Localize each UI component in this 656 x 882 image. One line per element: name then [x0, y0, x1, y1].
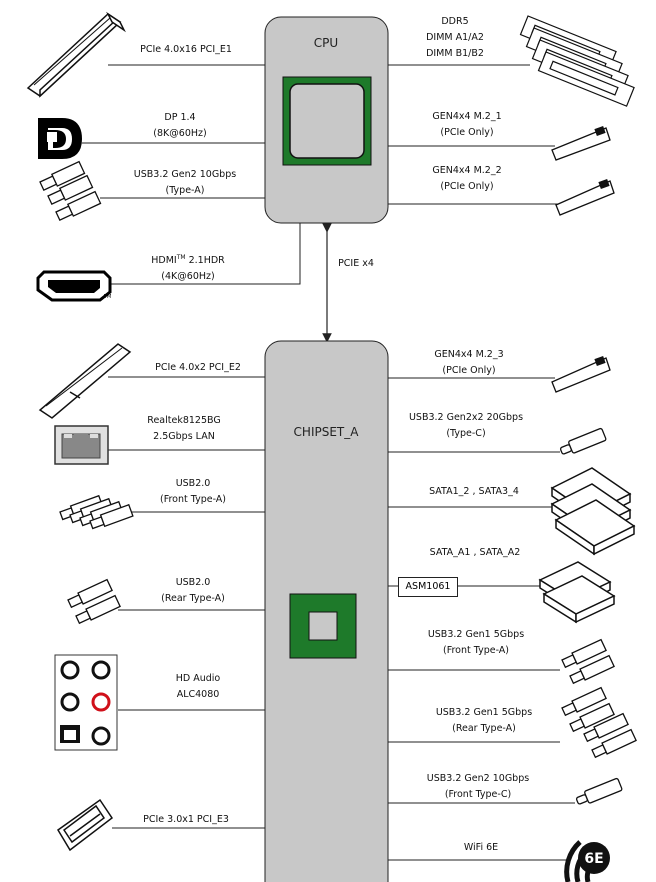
usb-type-a-icon [39, 160, 102, 222]
wifi-6e-icon [564, 840, 610, 882]
hdmi-label: HDMITM 2.1HDR (4K@60Hz) [151, 254, 225, 283]
sata-a-drives-icon [538, 561, 616, 624]
pcie-x1-slot-icon [57, 798, 114, 852]
chipset-title: CHIPSET_A [293, 425, 359, 439]
usb-gen1-front-icon [561, 638, 615, 685]
connection-lines [82, 64, 575, 861]
usb-gen1-rear-icon [561, 686, 637, 759]
usb2-front-label: USB2.0(Front Type-A) [160, 478, 226, 505]
chipset-block [264, 340, 389, 882]
wifi-label: WiFi 6E [463, 842, 499, 853]
dp-label: DP 1.4(8K@60Hz) [153, 112, 207, 139]
cpu-title: CPU [313, 36, 339, 50]
usb-gen2-label: USB3.2 Gen2 10Gbps(Type-A) [133, 169, 237, 196]
pcie-x4-label: PCIE x4 [338, 258, 374, 269]
m2-2-icon [555, 178, 615, 216]
usb2-rear-icon [67, 578, 121, 625]
m2-3-icon [551, 355, 611, 393]
usb-type-c-icon [559, 427, 607, 455]
sata-drives-icon [550, 467, 636, 556]
cpu-block [264, 16, 389, 224]
usb-gen2-front-type-c-icon [575, 777, 623, 805]
wifi-6e-badge: 6E [584, 851, 603, 867]
pcie-x16-slot-icon [26, 11, 126, 98]
m2-2-label: GEN4x4 M.2_2(PCIe Only) [432, 165, 502, 192]
usb2-rear-label: USB2.0(Rear Type-A) [161, 577, 225, 604]
m2-3-label: GEN4x4 M.2_3(PCIe Only) [434, 349, 504, 376]
hdmi-tm-mark: TM [103, 294, 111, 300]
usb-gen2-front-label: USB3.2 Gen2 10Gbps(Front Type-C) [426, 773, 530, 800]
sata-a-label: SATA_A1 , SATA_A2 [429, 547, 521, 558]
audio-jacks-icon [54, 654, 118, 751]
hdmi-icon [36, 270, 112, 302]
ethernet-port-icon [54, 425, 109, 465]
pcie-e1-label: PCIe 4.0x16 PCI_E1 [140, 44, 232, 55]
asm1061-controller: ASM1061 [398, 577, 458, 597]
displayport-icon [38, 118, 82, 159]
pcie-e3-label: PCIe 3.0x1 PCI_E3 [143, 814, 229, 825]
usb-gen1-rear-label: USB3.2 Gen1 5Gbps(Rear Type-A) [435, 707, 533, 734]
usb-2x2-label: USB3.2 Gen2x2 20Gbps(Type-C) [408, 412, 524, 439]
pcie-x2-slot-icon [38, 343, 132, 419]
usb2-front-icon [59, 494, 134, 530]
pcie-e2-label: PCIe 4.0x2 PCI_E2 [155, 362, 241, 373]
sata1-label: SATA1_2 , SATA3_4 [429, 486, 519, 497]
usb-gen1-front-label: USB3.2 Gen1 5Gbps(Front Type-A) [427, 629, 525, 656]
m2-1-icon [551, 125, 611, 161]
ddr5-dimm-icon [519, 15, 635, 107]
m2-1-label: GEN4x4 M.2_1(PCIe Only) [432, 111, 502, 138]
